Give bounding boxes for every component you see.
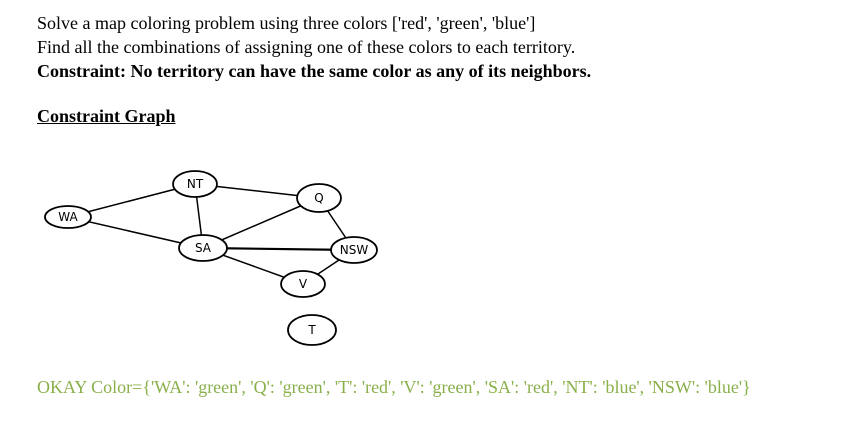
node-nt-ellipse [172, 170, 218, 198]
constraint-graph-heading: Constraint Graph [37, 106, 176, 126]
node-wa-label: WA [58, 210, 78, 224]
node-sa-label: SA [195, 241, 212, 255]
edge-wa-sa [67, 216, 204, 249]
node-t-label: T [307, 323, 316, 337]
node-v: V [280, 270, 326, 298]
node-q: Q [296, 183, 342, 213]
node-nt: NT [172, 170, 218, 198]
node-q-label: Q [314, 191, 323, 205]
node-sa: SA [178, 234, 228, 262]
node-nsw-label: NSW [340, 243, 369, 257]
task-description: Find all the combinations of assigning o… [37, 37, 576, 57]
edge-q-nsw [318, 197, 355, 251]
edge-wa-nt [67, 183, 196, 218]
node-v-label: V [299, 277, 308, 291]
constraint-text: Constraint: No territory can have the sa… [37, 61, 592, 81]
node-t-ellipse [287, 314, 337, 346]
edge-nt-sa [194, 183, 204, 249]
node-wa: WA [44, 205, 92, 229]
edge-sa-v [202, 247, 304, 285]
edge-sa-nsw [202, 246, 355, 252]
edge-sa-q [202, 197, 320, 249]
node-nsw: NSW [330, 236, 378, 264]
node-nsw-ellipse [330, 236, 378, 264]
problem-statement: Solve a map coloring problem using three… [37, 13, 536, 33]
edge-nt-q [194, 183, 320, 199]
node-t: T [287, 314, 337, 346]
node-wa-ellipse [44, 205, 92, 229]
edge-nsw-v [302, 249, 355, 285]
node-sa-ellipse [178, 234, 228, 262]
node-q-ellipse [296, 183, 342, 213]
node-nt-label: NT [187, 177, 204, 191]
node-v-ellipse [280, 270, 326, 298]
result-output: OKAY Color={'WA': 'green', 'Q': 'green',… [37, 377, 751, 397]
